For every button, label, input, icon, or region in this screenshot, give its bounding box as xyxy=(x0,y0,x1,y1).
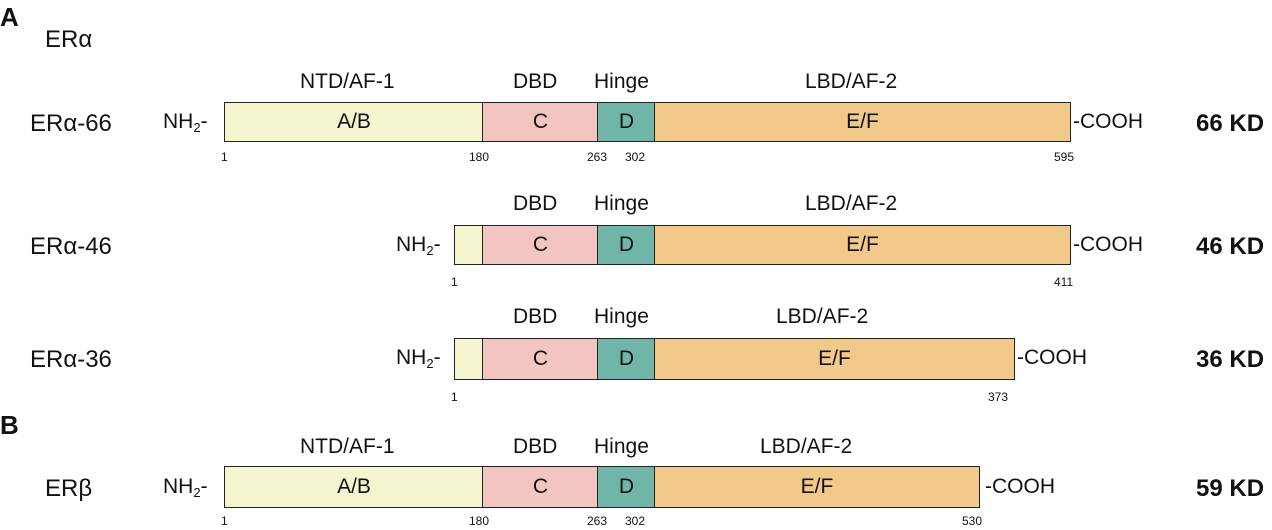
segment-ef: E/F xyxy=(654,102,1071,142)
segment-c: C xyxy=(482,102,599,142)
position-label: 1 xyxy=(451,275,458,289)
position-label: 1 xyxy=(451,390,458,404)
segment-ef: E/F xyxy=(654,466,980,508)
domain-header-dbd: DBD xyxy=(513,305,558,328)
segment-ef: E/F xyxy=(654,338,1015,380)
molecular-weight-label: 36 KD xyxy=(1196,346,1265,373)
molecular-weight-label: 59 KD xyxy=(1196,475,1265,502)
c-terminus-label: -COOH xyxy=(1017,346,1087,369)
segment-ab: A/B xyxy=(224,102,484,142)
isoform-label: ERβ xyxy=(45,475,93,502)
position-label: 1 xyxy=(221,514,228,528)
domain-header-dbd: DBD xyxy=(513,70,558,93)
domain-header-hinge: Hinge xyxy=(594,435,649,458)
domain-header-hinge: Hinge xyxy=(594,192,649,215)
position-label: 180 xyxy=(469,150,490,164)
isoform-label: ERα-36 xyxy=(30,346,112,373)
diagram-title: ERα xyxy=(45,26,93,53)
c-terminus-label: -COOH xyxy=(1073,110,1143,133)
domain-header-dbd: DBD xyxy=(513,435,558,458)
position-label: 302 xyxy=(625,514,646,528)
n-terminus-label: NH2- xyxy=(163,110,208,135)
c-terminus-label: -COOH xyxy=(1073,233,1143,256)
domain-header-ntd: NTD/AF-1 xyxy=(300,435,395,458)
position-label: 530 xyxy=(962,514,983,528)
segment-ab-truncated xyxy=(454,338,484,380)
position-label: 373 xyxy=(988,390,1009,404)
position-label: 263 xyxy=(587,514,608,528)
domain-header-dbd: DBD xyxy=(513,192,558,215)
segment-c: C xyxy=(482,225,599,265)
segment-ab: A/B xyxy=(224,466,484,508)
segment-c: C xyxy=(482,338,599,380)
position-label: 302 xyxy=(625,150,646,164)
domain-header-hinge: Hinge xyxy=(594,70,649,93)
domain-header-ntd: NTD/AF-1 xyxy=(300,70,395,93)
n-terminus-label: NH2- xyxy=(163,475,208,500)
segment-ab-truncated xyxy=(454,225,484,265)
molecular-weight-label: 66 KD xyxy=(1196,110,1265,137)
position-label: 1 xyxy=(221,150,228,164)
panel-label-b: B xyxy=(0,410,19,440)
domain-header-lbd: LBD/AF-2 xyxy=(776,305,869,328)
segment-d: D xyxy=(597,225,656,265)
segment-d: D xyxy=(597,102,656,142)
n-terminus-label: NH2- xyxy=(396,346,441,371)
position-label: 595 xyxy=(1054,150,1075,164)
molecular-weight-label: 46 KD xyxy=(1196,233,1265,260)
domain-header-hinge: Hinge xyxy=(594,305,649,328)
domain-header-lbd: LBD/AF-2 xyxy=(805,192,898,215)
c-terminus-label: -COOH xyxy=(985,475,1055,498)
panel-label-a: A xyxy=(0,2,19,32)
segment-d: D xyxy=(597,338,656,380)
domain-header-lbd: LBD/AF-2 xyxy=(760,435,853,458)
segment-ef: E/F xyxy=(654,225,1071,265)
domain-header-lbd: LBD/AF-2 xyxy=(805,70,898,93)
isoform-label: ERα-46 xyxy=(30,233,112,260)
position-label: 411 xyxy=(1054,275,1074,289)
n-terminus-label: NH2- xyxy=(396,233,441,258)
segment-d: D xyxy=(597,466,656,508)
isoform-label: ERα-66 xyxy=(30,110,112,137)
segment-c: C xyxy=(482,466,599,508)
position-label: 263 xyxy=(587,150,608,164)
position-label: 180 xyxy=(469,514,490,528)
